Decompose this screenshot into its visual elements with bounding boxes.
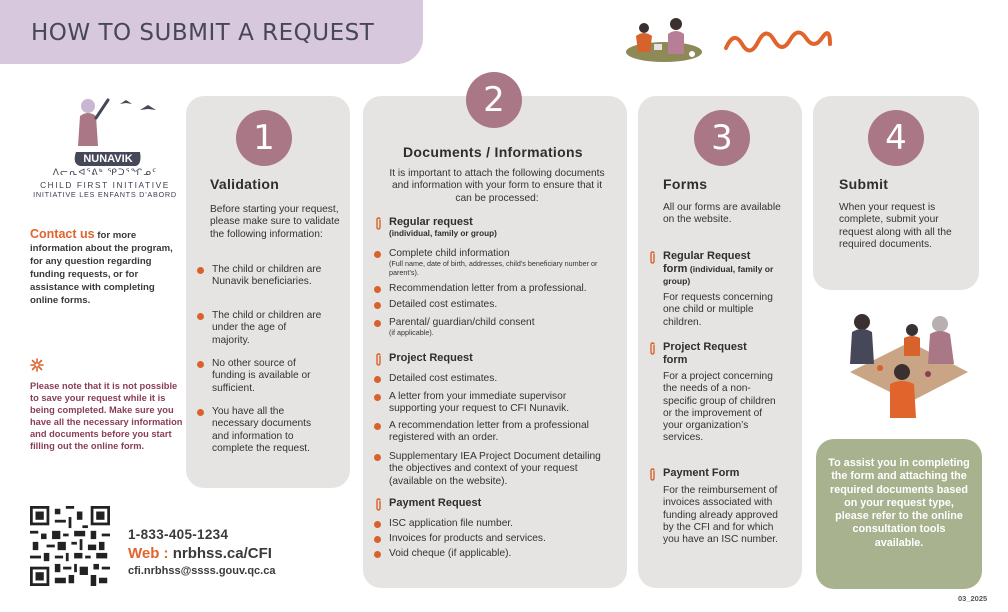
step-1-bullet: The child or children are under the age …	[196, 310, 324, 347]
step-1-bullet: You have all the necessary documents and…	[196, 406, 324, 455]
doc-bullet: ISC application file number.	[373, 518, 613, 530]
document-code: 03_2025	[958, 594, 988, 603]
website[interactable]: Web : nrbhss.ca/CFI	[128, 545, 272, 562]
contact-text: for more information about the program, …	[30, 230, 173, 306]
logo-syllabics: ᐱᓕᕆᐊᕐᕕᒃ ᕿᑐᕐᖏᓄᑦ	[52, 167, 158, 177]
step-3-card: 3 Forms All our forms are available on t…	[638, 96, 802, 588]
title-banner: HOW TO SUBMIT A REQUEST	[0, 0, 423, 64]
regular-request-title: Regular request	[389, 216, 473, 228]
step-2-title: Documents / Informations	[403, 144, 583, 160]
doc-bullet: Void cheque (if applicable).	[373, 548, 613, 560]
step-2-number: 2	[466, 72, 522, 128]
step-2-card: Documents / Informations It is important…	[363, 96, 627, 588]
doc-bullet: Supplementary IEA Project Document detai…	[373, 451, 613, 488]
step-3-number: 3	[694, 110, 750, 166]
step-1-bullet: The child or children are Nunavik benefi…	[196, 264, 324, 289]
web-label: Web :	[128, 545, 169, 562]
paperclip-icon	[376, 217, 381, 230]
step-1-bullet: No other source of funding is available …	[196, 358, 324, 395]
doc-bullet: Detailed cost estimates.	[373, 299, 613, 311]
children-playing-illustration	[626, 18, 702, 62]
project-request-title: Project Request	[389, 352, 473, 364]
doc-bullet-sub: (if applicable).	[389, 328, 434, 338]
doc-bullet: A recommendation letter from a professio…	[373, 420, 613, 445]
logo-program-en: CHILD FIRST INITIATIVE	[40, 180, 170, 190]
project-form-text: For a project concerning the needs of a …	[663, 371, 776, 444]
contact-lead: Contact us	[30, 227, 95, 241]
contact-info: Contact us for more information about th…	[30, 228, 178, 307]
doc-bullet-sub: (Full name, date of birth, addresses, ch…	[389, 259, 598, 277]
doc-bullet: A letter from your immediate supervisor …	[373, 391, 613, 416]
project-form-heading: Project Request form	[647, 341, 767, 366]
step-4-text: When your request is complete, submit yo…	[839, 202, 952, 250]
payment-form-heading: Payment Form	[647, 467, 777, 481]
regular-form-subtitle: (individual, family or group)	[663, 263, 774, 287]
qr-code[interactable]	[30, 506, 110, 586]
doc-bullet: Parental/ guardian/child consent (if app…	[373, 317, 613, 338]
step-1-number: 1	[236, 110, 292, 166]
sparkle-icon	[30, 358, 44, 372]
logo-wordmark: NUNAVIK	[83, 153, 132, 165]
web-url[interactable]: nrbhss.ca/CFI	[172, 545, 272, 562]
step-2-intro: It is important to attach the following …	[389, 168, 605, 204]
step-1-intro: Before starting your request, please mak…	[210, 204, 340, 240]
email-address[interactable]: cfi.nrbhss@ssss.gouv.qc.ca	[128, 565, 276, 577]
nunavik-logo: NUNAVIK	[74, 98, 156, 166]
step-1-title: Validation	[210, 176, 280, 192]
project-form-title: Project Request form	[663, 341, 747, 366]
regular-form-title: Regular Request form	[663, 250, 751, 275]
doc-bullet-main: Parental/ guardian/child consent	[389, 317, 535, 328]
group-illustration	[850, 314, 968, 418]
paperclip-icon	[650, 342, 655, 355]
save-warning-note: Please note that it is not possible to s…	[30, 381, 183, 451]
paperclip-icon	[650, 251, 655, 264]
assistance-text: To assist you in completing the form and…	[828, 457, 970, 549]
doc-bullet: Recommendation letter from a professiona…	[373, 283, 613, 295]
phone-number[interactable]: 1-833-405-1234	[128, 527, 229, 542]
paperclip-icon	[376, 353, 381, 366]
regular-request-subtitle: (individual, family or group)	[389, 228, 497, 238]
paperclip-icon	[650, 468, 655, 481]
doc-bullet: Invoices for products and services.	[373, 533, 613, 545]
assistance-box: To assist you in completing the form and…	[816, 439, 982, 589]
step-3-title: Forms	[663, 176, 708, 192]
squiggle-decoration	[724, 30, 832, 53]
step-4-title: Submit	[839, 176, 889, 192]
payment-form-text: For the reimbursement of invoices associ…	[663, 485, 778, 546]
payment-request-title: Payment Request	[389, 497, 482, 509]
project-request-heading: Project Request	[373, 352, 613, 366]
regular-form-heading: Regular Request form (individual, family…	[647, 250, 777, 288]
step-3-intro: All our forms are available on the websi…	[663, 202, 781, 226]
payment-request-heading: Payment Request	[373, 497, 613, 511]
page-title: HOW TO SUBMIT A REQUEST	[31, 20, 375, 46]
regular-request-heading: Regular request (individual, family or g…	[373, 216, 613, 239]
regular-form-text: For requests concerning one child or mul…	[663, 292, 773, 328]
doc-bullet-main: Complete child information	[389, 248, 510, 259]
step-4-number: 4	[868, 110, 924, 166]
paperclip-icon	[376, 498, 381, 511]
doc-bullet: Detailed cost estimates.	[373, 373, 613, 385]
payment-form-title: Payment Form	[663, 467, 740, 479]
step-4-card: 4 Submit When your request is complete, …	[813, 96, 979, 290]
doc-bullet: Complete child information (Full name, d…	[373, 248, 613, 277]
step-1-card: 1 Validation Before starting your reques…	[186, 96, 350, 488]
logo-program-fr: INITIATIVE LES ENFANTS D’ABORD	[33, 190, 177, 199]
